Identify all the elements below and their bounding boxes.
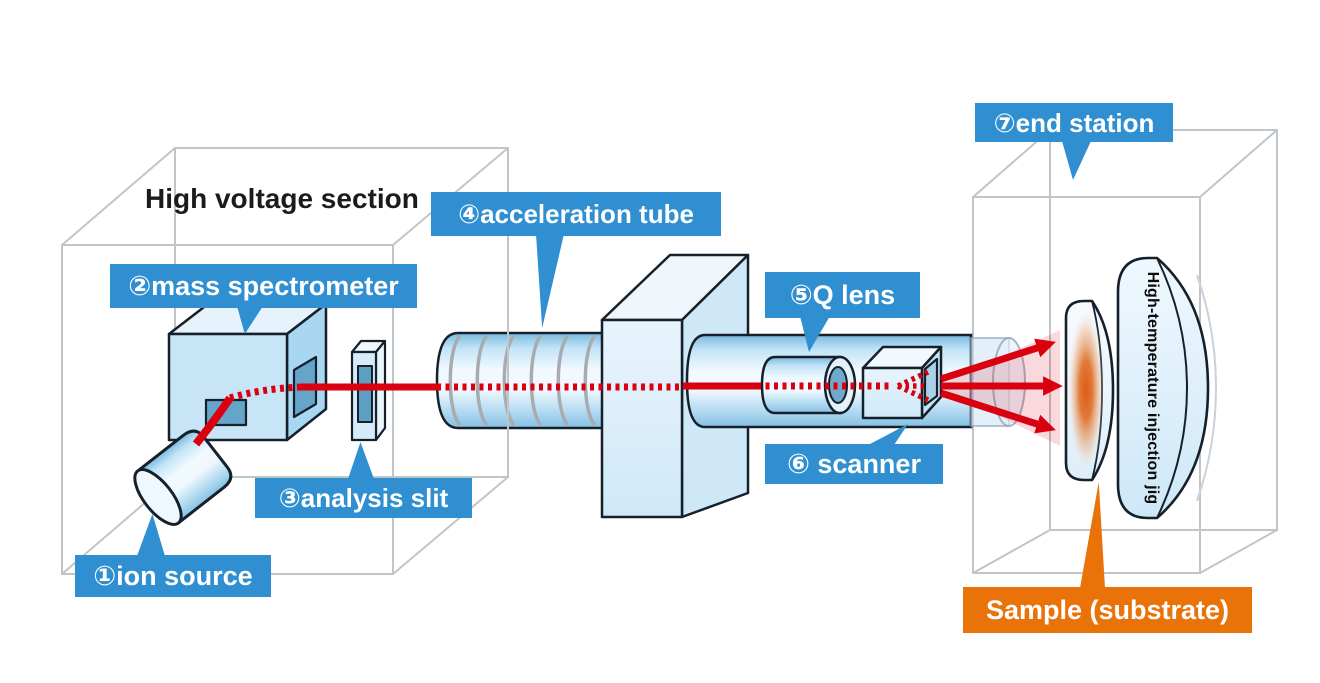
end-station-box-wireframe — [972, 129, 1278, 574]
ion-source-cylinder — [133, 429, 233, 526]
label-end-station: ⑦end station — [975, 103, 1173, 142]
label-scanner: ⑥ scanner — [765, 444, 943, 484]
slit-hole — [357, 365, 373, 423]
label-acceleration-tube: ④acceleration tube — [431, 192, 721, 236]
acceleration-tube — [435, 331, 606, 430]
high-voltage-section-title: High voltage section — [145, 183, 419, 214]
label-q-lens: ⑤Q lens — [765, 272, 920, 318]
label-sample: Sample (substrate) — [963, 587, 1252, 633]
label-analysis-slit: ③analysis slit — [255, 478, 472, 518]
injection-jig-disc — [1116, 256, 1218, 520]
tube-rings — [448, 334, 597, 427]
scanner-aperture — [923, 357, 939, 407]
scanner-cube — [861, 345, 943, 420]
implant-glow — [1067, 305, 1105, 475]
jig-label: High-temperature injection jig — [1144, 271, 1161, 505]
label-ion-source: ①ion source — [75, 555, 271, 597]
label-mass-spectrometer: ②mass spectrometer — [110, 264, 417, 308]
sample-disc — [1064, 299, 1115, 482]
ion-beam — [192, 330, 1063, 447]
